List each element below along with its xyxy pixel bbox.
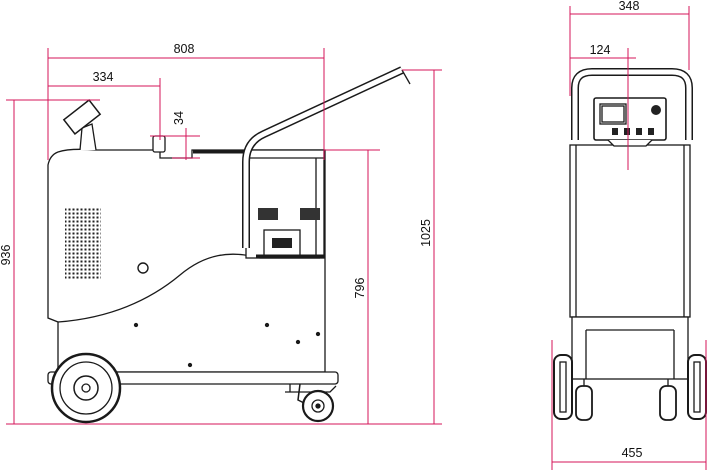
front-castor-left [575,379,593,421]
side-shell-curve [57,253,320,323]
front-body [569,144,691,318]
front-display-screen [599,103,627,125]
dim-label-34: 34 [172,111,186,125]
dim-label-796: 796 [353,278,367,299]
dim-label-808: 808 [174,42,195,56]
dim-label-348: 348 [619,0,640,13]
side-indicator-light [137,262,149,274]
dim-label-124: 124 [590,43,611,57]
dim-label-936: 936 [0,245,13,266]
side-castor-wheel [297,383,335,423]
front-castor-right [659,379,677,421]
front-wheel-right [687,354,707,420]
dimension-labels: 808 334 34 936 1025 796 348 124 455 [0,0,642,460]
side-control-panel [62,99,102,135]
dimension-lines [6,6,707,470]
front-view [553,68,707,421]
side-vent-grille [65,207,101,279]
front-wheel-left [553,354,573,420]
side-big-wheel [50,352,122,424]
side-view [47,66,411,424]
dim-label-334: 334 [93,70,114,84]
side-control-stalk [79,123,97,151]
dim-label-455: 455 [622,446,643,460]
dim-label-1025: 1025 [419,219,433,247]
side-fitting-right [300,208,320,220]
side-filler-cap [152,135,166,153]
side-fitting-left [258,208,278,220]
front-lower-frame [571,316,689,380]
